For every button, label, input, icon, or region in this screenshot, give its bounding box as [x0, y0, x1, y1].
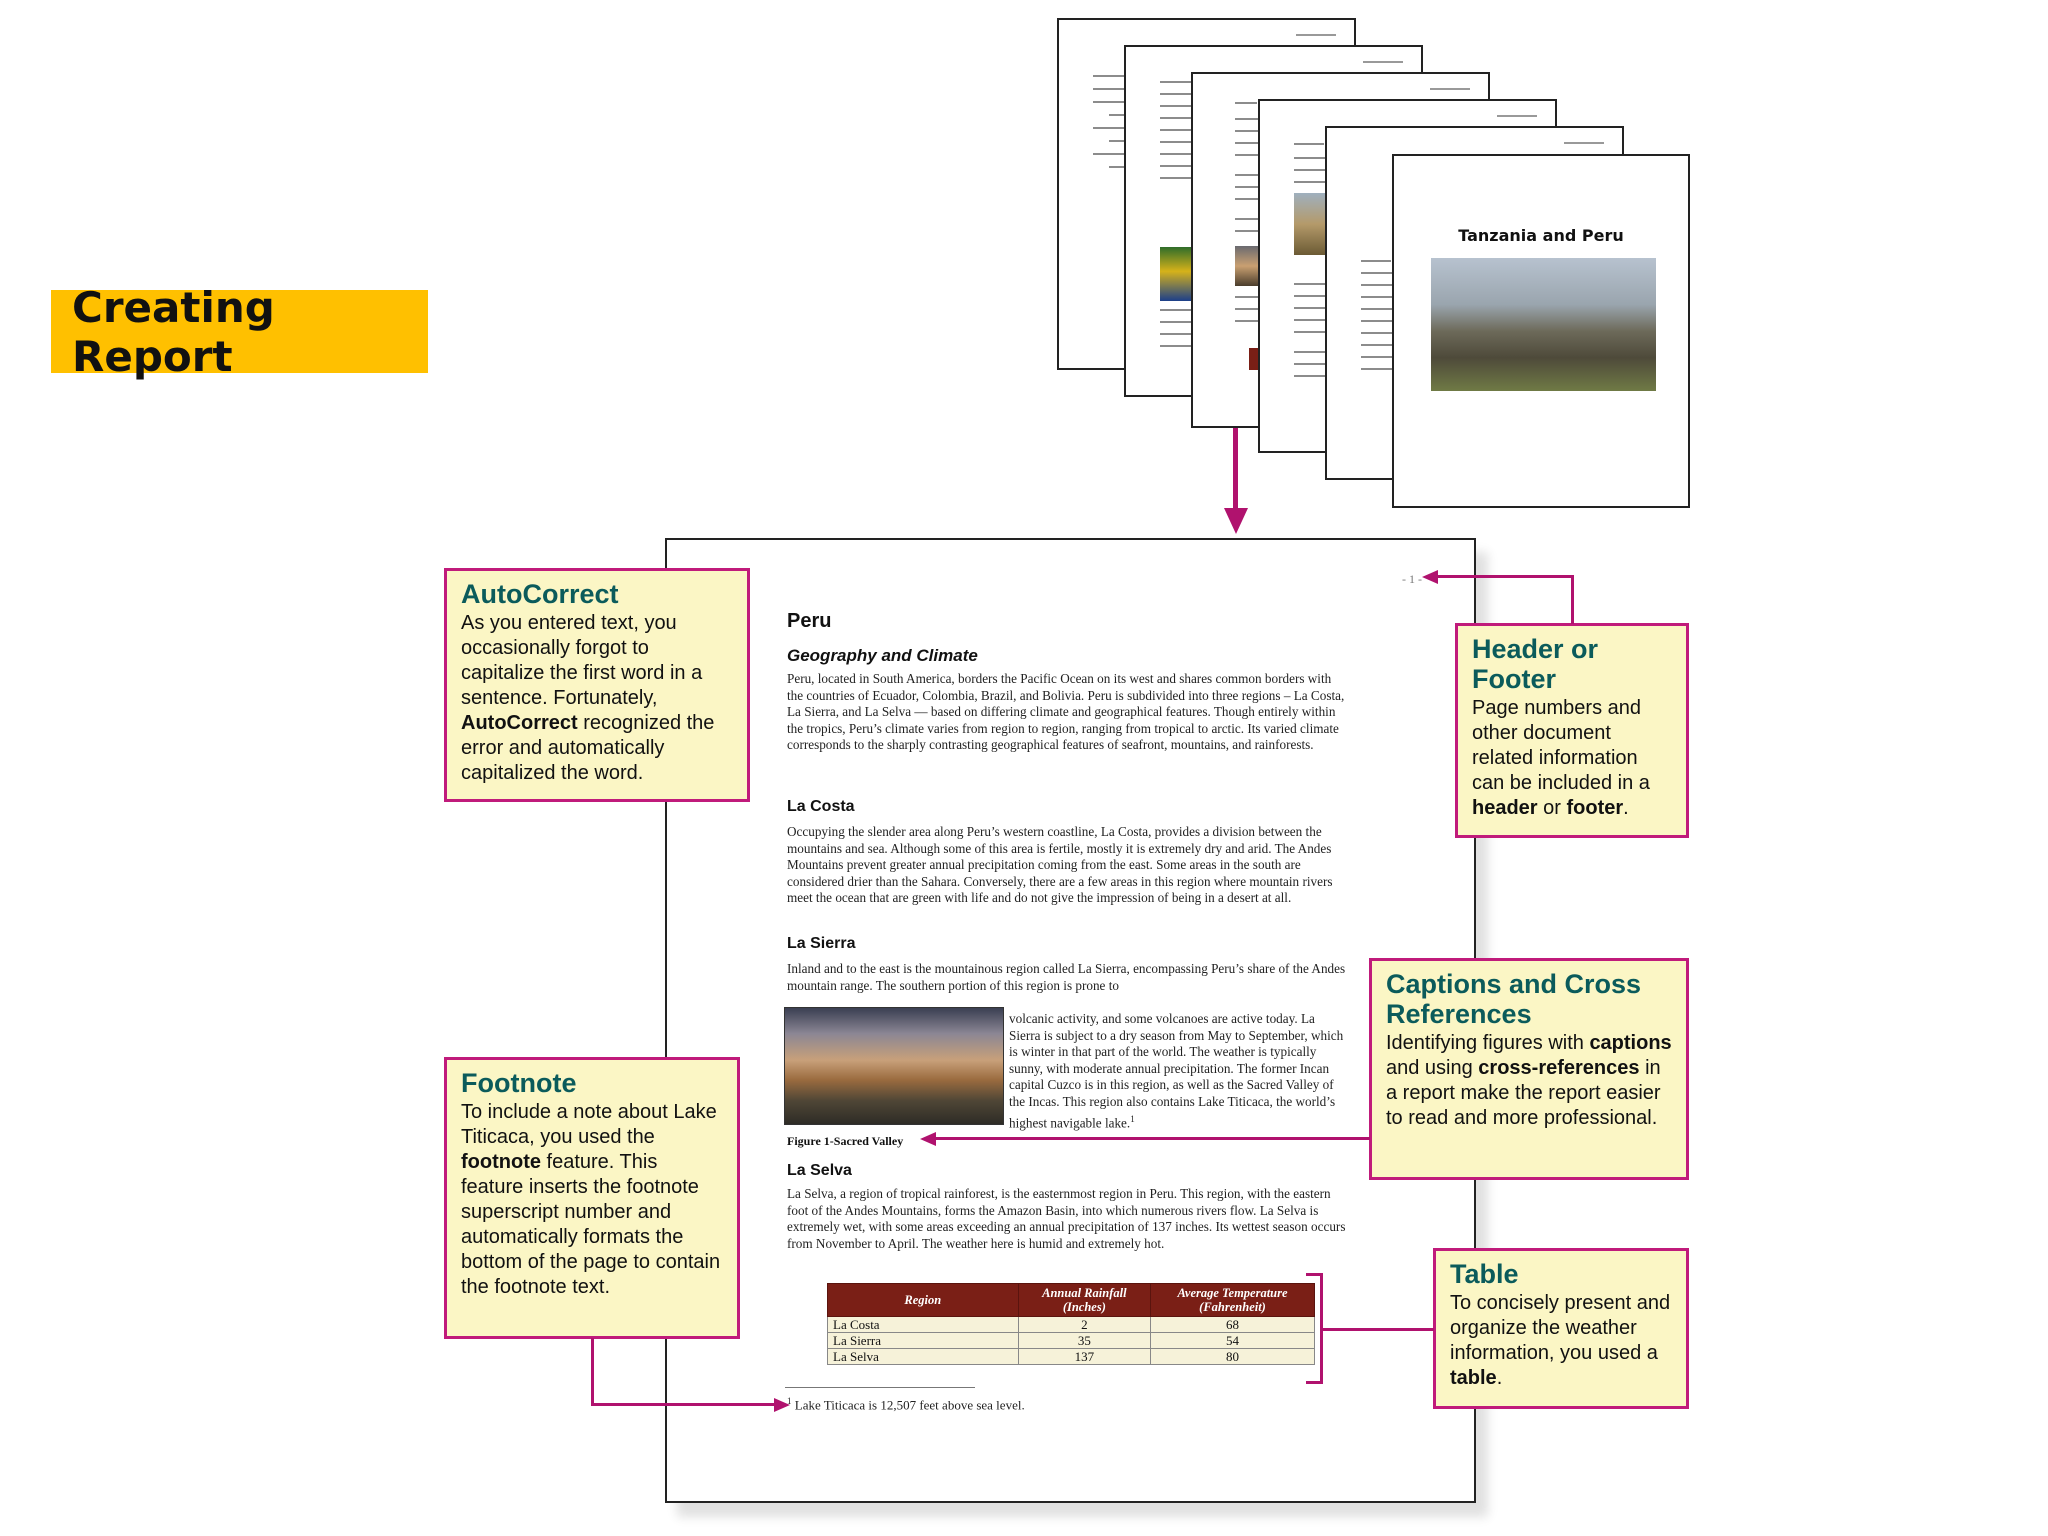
table-cell: 80	[1150, 1348, 1315, 1365]
callout-body: As you entered text, you occasionally fo…	[461, 612, 715, 784]
sacred-valley-figure	[784, 1007, 1004, 1125]
table-cell: 137	[1017, 1348, 1152, 1365]
doc-subheading: Geography and Climate	[787, 646, 978, 665]
table-header-region: Region	[827, 1283, 1019, 1317]
footnote-separator	[785, 1387, 975, 1388]
doc-costa-paragraph: Occupying the slender area along Peru’s …	[787, 824, 1333, 906]
down-arrow-icon	[1224, 508, 1248, 534]
table-cell: 2	[1017, 1316, 1152, 1333]
slide-title: Creating Report	[51, 283, 428, 381]
callout-body: To include a note about Lake Titicaca, y…	[461, 1101, 721, 1298]
pointer-line	[591, 1338, 594, 1405]
cover-title: Tanzania and Peru	[1458, 226, 1624, 245]
table-cell: La Selva	[827, 1348, 1019, 1365]
table-row: La Sierra 35 54	[827, 1332, 1315, 1349]
doc-heading-costa: La Costa	[787, 798, 855, 815]
arrow-left-icon	[920, 1132, 936, 1146]
pointer-line	[1571, 575, 1574, 624]
callout-title: Captions and Cross References	[1386, 969, 1642, 1029]
doc-heading-selva: La Selva	[787, 1162, 852, 1179]
table-cell: 35	[1017, 1332, 1152, 1349]
table-row: La Selva 137 80	[827, 1348, 1315, 1365]
pointer-line	[1322, 1328, 1434, 1331]
table-bracket	[1306, 1273, 1323, 1276]
figure-caption: Figure 1-Sacred Valley	[787, 1134, 904, 1148]
callout-body: To concisely present and organize the we…	[1450, 1292, 1671, 1389]
page-number: - 1 -	[1402, 572, 1422, 586]
callout-header-footer: Header or Footer Page numbers and other …	[1455, 623, 1689, 838]
weather-table: Region Annual Rainfall (Inches) Average …	[827, 1283, 1315, 1365]
cover-photo	[1431, 258, 1656, 391]
doc-heading-sierra: La Sierra	[787, 935, 856, 952]
pointer-line	[1436, 575, 1574, 578]
table-bracket	[1320, 1273, 1323, 1384]
table-cell: La Sierra	[827, 1332, 1019, 1349]
footnote-reference: 1	[1130, 1113, 1135, 1124]
callout-body: Identifying figures with captions and us…	[1386, 1032, 1672, 1129]
footnote-text: 1 Lake Titicaca is 12,507 feet above sea…	[787, 1396, 1025, 1413]
callout-title: AutoCorrect	[461, 579, 619, 609]
table-row: La Costa 2 68	[827, 1316, 1315, 1333]
callout-title: Footnote	[461, 1068, 577, 1098]
doc-sierra-paragraph-1: Inland and to the east is the mountainou…	[787, 961, 1346, 993]
table-header-temperature: Average Temperature (Fahrenheit)	[1150, 1283, 1315, 1317]
table-cell: 54	[1150, 1332, 1315, 1349]
arrow-right-icon	[774, 1398, 790, 1412]
callout-captions: Captions and Cross References Identifyin…	[1369, 958, 1689, 1180]
callout-autocorrect: AutoCorrect As you entered text, you occ…	[444, 568, 750, 802]
table-header-row: Region Annual Rainfall (Inches) Average …	[827, 1283, 1315, 1317]
doc-sierra-paragraph-2: volcanic activity, and some volcanoes ar…	[1009, 1011, 1344, 1130]
callout-footnote: Footnote To include a note about Lake Ti…	[444, 1057, 740, 1339]
table-header-rainfall: Annual Rainfall (Inches)	[1017, 1283, 1152, 1317]
doc-intro-paragraph: Peru, located in South America, borders …	[787, 671, 1345, 753]
doc-heading: Peru	[787, 610, 832, 632]
pointer-line	[935, 1137, 1370, 1140]
arrow-left-icon	[1422, 570, 1438, 584]
report-page: - 1 - Peru Geography and Climate Peru, l…	[665, 538, 1476, 1503]
thumbnail-cover-page: Tanzania and Peru	[1392, 154, 1690, 508]
table-cell: La Costa	[827, 1316, 1019, 1333]
pointer-line	[591, 1403, 775, 1406]
table-bracket	[1306, 1381, 1323, 1384]
callout-title: Table	[1450, 1259, 1519, 1289]
doc-selva-paragraph: La Selva, a region of tropical rainfores…	[787, 1186, 1346, 1251]
callout-body: Page numbers and other document related …	[1472, 697, 1650, 819]
table-cell: 68	[1150, 1316, 1315, 1333]
callout-table: Table To concisely present and organize …	[1433, 1248, 1689, 1409]
stack-arrow-shaft	[1233, 428, 1238, 514]
callout-title: Header or Footer	[1472, 634, 1599, 694]
